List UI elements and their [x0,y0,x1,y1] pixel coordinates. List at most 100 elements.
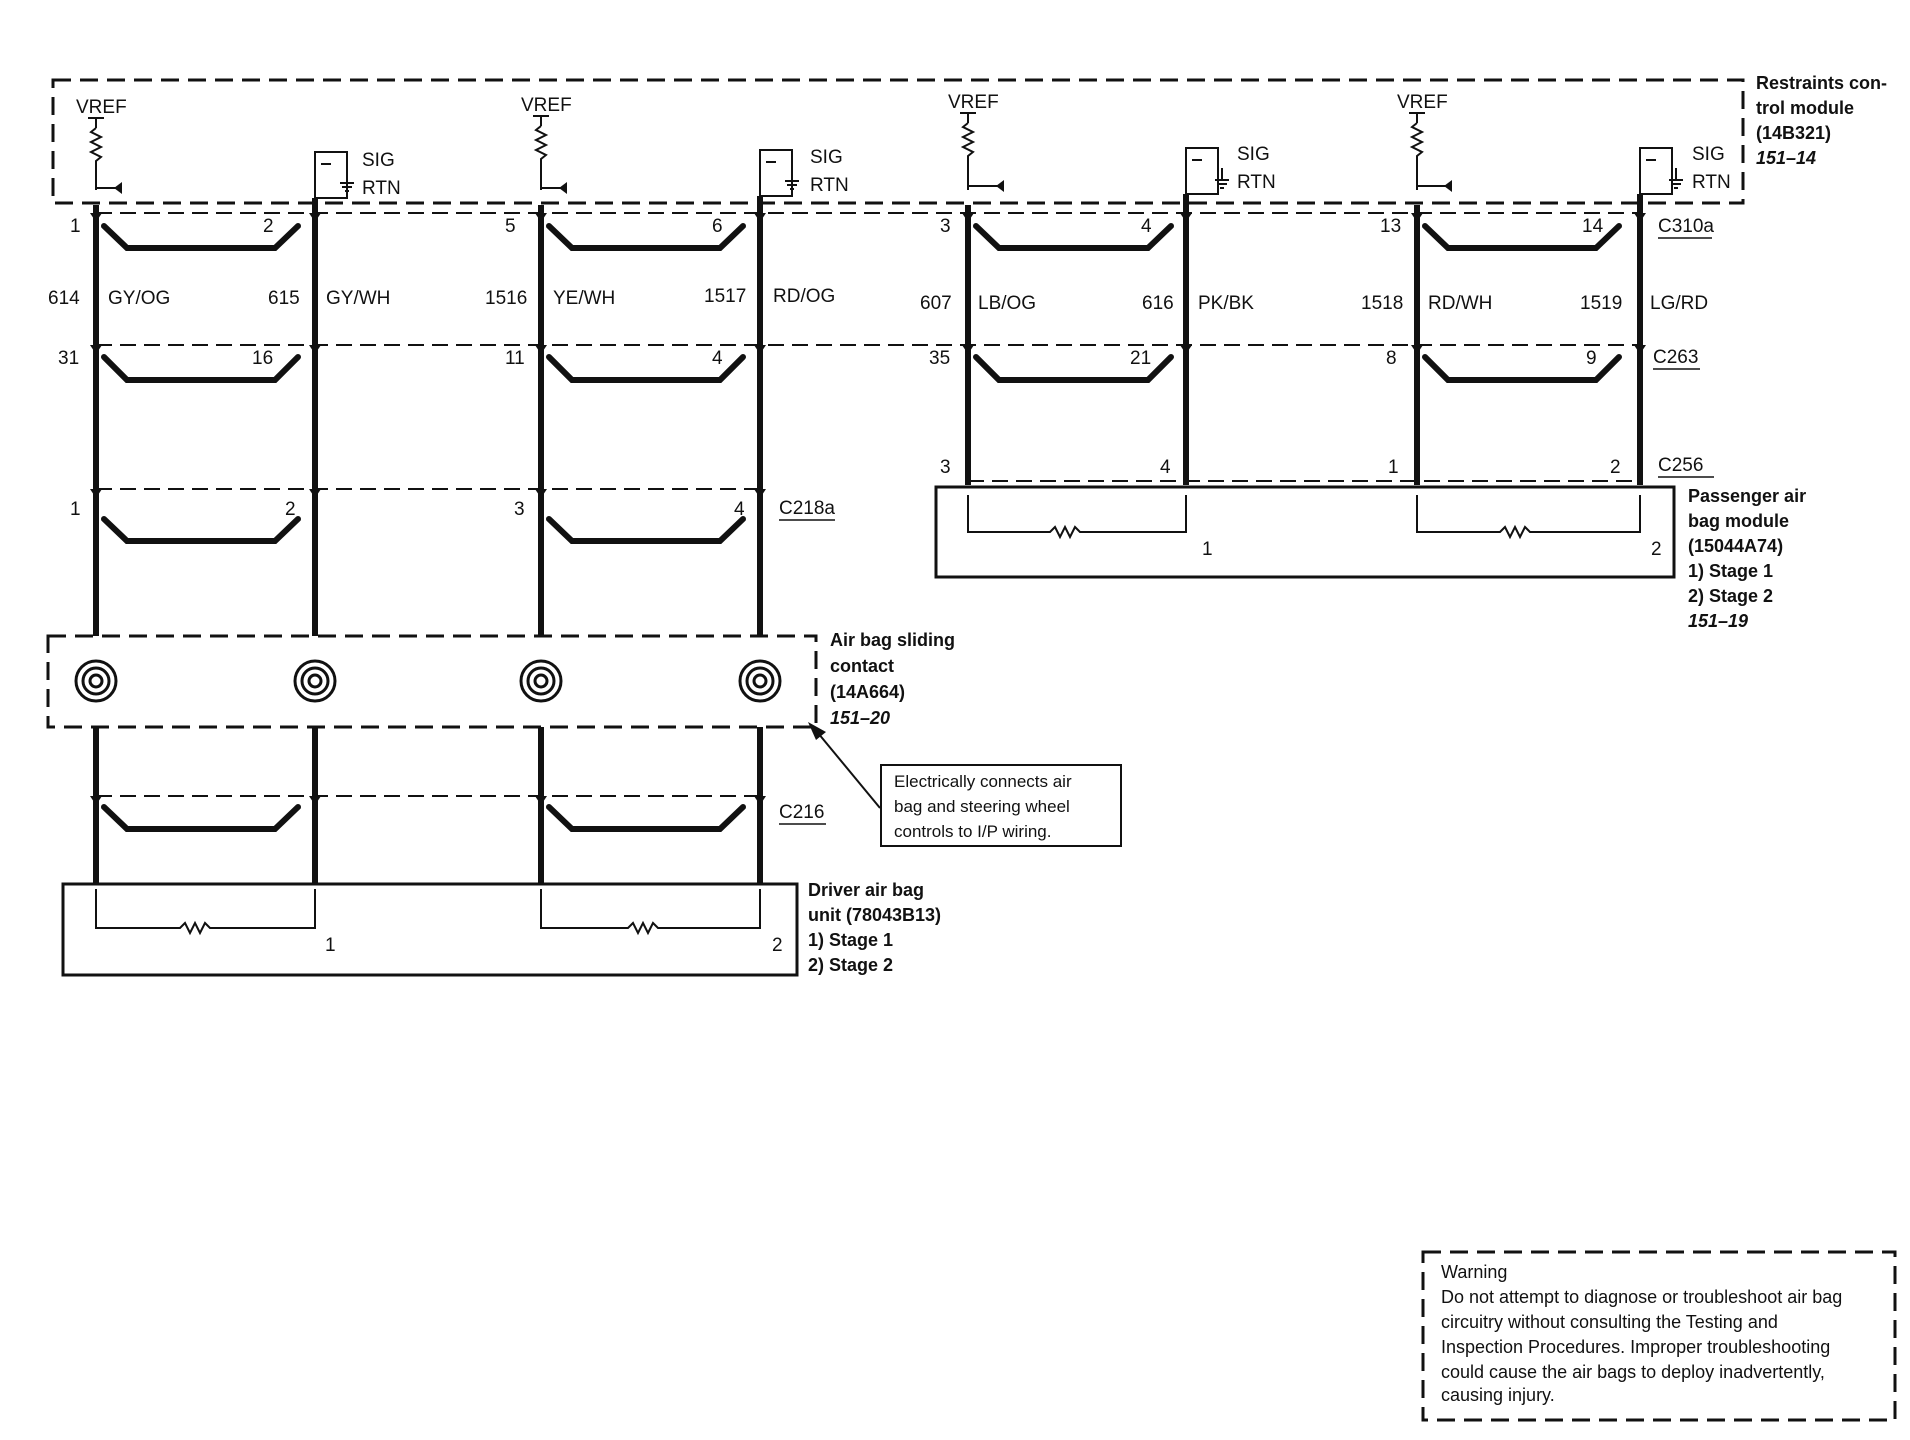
driver-title-line1: Driver air bag [808,880,924,900]
sig-rtn-c: SIG RTN [1185,144,1276,195]
pin-c263-c2: 21 [1130,348,1151,369]
pin-c263-d1: 8 [1386,348,1397,369]
driver-stage-2: 2) Stage 2 [808,955,893,975]
connector-c256: C256 [1658,455,1703,476]
passenger-title-line2: bag module [1688,511,1789,531]
callout-line2: bag and steering wheel [894,797,1070,816]
pin-c263-c1: 35 [929,348,950,369]
wire-b2-color: RD/OG [773,286,835,307]
pin-c256-d2: 2 [1610,457,1621,478]
passenger-loop-2: 2 [1651,539,1662,560]
pin-c310a-d1: 13 [1380,216,1401,237]
module-page-ref: 151–14 [1756,148,1816,168]
rtn-label-d: RTN [1692,172,1731,193]
vref-label-b: VREF [521,95,572,116]
passenger-stage1-squib [967,495,1187,540]
sliding-title-line1: Air bag sliding [830,630,955,650]
callout-box [880,764,1122,847]
sig-label-b: SIG [810,147,843,168]
wire-b1-number: 1516 [485,288,527,309]
passenger-loop-1: 1 [1202,539,1213,560]
vref-pullup-d: VREF [1397,92,1452,192]
pin-c310a-d2: 14 [1582,216,1604,237]
vref-pullup-c: VREF [948,92,1004,192]
vref-label-c: VREF [948,92,999,113]
wire-b2-number: 1517 [704,286,746,307]
driver-stage-1: 1) Stage 1 [808,930,893,950]
passenger-page-ref: 151–19 [1688,611,1748,631]
sliding-page-ref: 151–20 [830,708,890,728]
wire-c1-number: 607 [920,293,952,314]
wire-c2-number: 616 [1142,293,1174,314]
restraints-control-module-box [51,78,1745,205]
driver-loop-1: 1 [325,935,336,956]
rtn-label-a: RTN [362,178,401,199]
connector-c310a: C310a [1658,216,1714,237]
pin-c256-c2: 4 [1160,457,1171,478]
pin-c263-a1: 31 [58,348,79,369]
passenger-airbag-module-box [934,485,1676,579]
sliding-part-number: (14A664) [830,682,905,702]
rtn-label-b: RTN [810,175,849,196]
pin-c218a-a2: 2 [285,499,296,520]
wire-c1-color: LB/OG [978,293,1036,314]
pin-c310a-b2: 6 [712,216,723,237]
pin-c310a-c2: 4 [1141,216,1152,237]
wire-a2-number: 615 [268,288,300,309]
pin-c218a-b2: 4 [734,499,745,520]
connector-c263: C263 [1653,347,1698,368]
sig-rtn-a: SIG RTN [314,150,401,199]
pin-c218a-a1: 1 [70,499,81,520]
vref-pullup-a: VREF [76,97,127,194]
warning-line1: Do not attempt to diagnose or troublesho… [1441,1287,1842,1307]
wire-d2-color: LG/RD [1650,293,1708,314]
rtn-label-c: RTN [1237,172,1276,193]
pin-c310a-a1: 1 [70,216,81,237]
pin-c263-d2: 9 [1586,348,1597,369]
connector-c218a: C218a [779,498,835,519]
pin-c310a-b1: 5 [505,216,516,237]
passenger-part-number: (15044A74) [1688,536,1783,556]
pin-c310a-c1: 3 [940,216,951,237]
warning-line5: causing injury. [1441,1385,1555,1405]
sig-label-c: SIG [1237,144,1270,165]
wire-d2-number: 1519 [1580,293,1622,314]
wire-a2-color: GY/WH [326,288,390,309]
connector-brackets [101,223,1622,832]
wire-b1-color: YE/WH [553,288,615,309]
wire-c2-color: PK/BK [1198,293,1254,314]
warning-line3: Inspection Procedures. Improper troubles… [1441,1337,1830,1357]
wire-a1-color: GY/OG [108,288,170,309]
vref-label-a: VREF [76,97,127,118]
connector-dashed-lines [96,212,1640,797]
sig-rtn-b: SIG RTN [759,147,849,197]
warning-box [1421,1250,1897,1422]
pin-c256-c1: 3 [940,457,951,478]
sig-label-d: SIG [1692,144,1725,165]
callout-line1: Electrically connects air [894,772,1072,791]
driver-stage1-squib [95,889,316,936]
passenger-stage-1: 1) Stage 1 [1688,561,1773,581]
driver-loop-2: 2 [772,935,783,956]
passenger-stage2-squib [1416,495,1641,540]
pin-c218a-b1: 3 [514,499,525,520]
pin-c263-b1: 11 [505,348,525,369]
connector-c216: C216 [779,802,824,823]
warning-title: Warning [1441,1262,1507,1282]
vref-label-d: VREF [1397,92,1448,113]
driver-airbag-unit-box [61,882,799,977]
callout-arrow [808,722,881,809]
pin-c256-d1: 1 [1388,457,1399,478]
warning-line2: circuitry without consulting the Testing… [1441,1312,1778,1332]
passenger-title-line1: Passenger air [1688,486,1806,506]
sliding-contact-box [46,634,818,729]
pin-c263-b2: 4 [712,348,723,369]
driver-stage2-squib [540,889,761,936]
vref-pullup-b: VREF [521,95,572,194]
pin-c310a-a2: 2 [263,216,274,237]
sig-rtn-d: SIG RTN [1639,144,1731,195]
warning-line4: could cause the air bags to deploy inadv… [1441,1362,1825,1382]
wire-a1-number: 614 [48,288,80,309]
clockspring-coils [74,659,782,703]
